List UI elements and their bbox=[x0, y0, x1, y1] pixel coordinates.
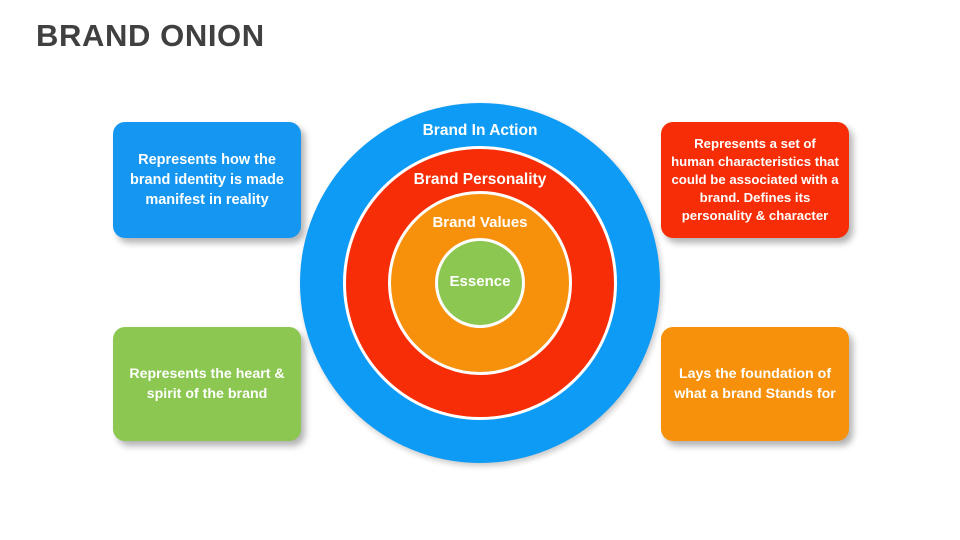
callout-brand-in-action[interactable]: Represents how the brand identity is mad… bbox=[113, 122, 301, 238]
page-title: BRAND ONION bbox=[36, 18, 265, 53]
callout-brand-in-action-text: Represents how the brand identity is mad… bbox=[130, 152, 284, 208]
callout-essence[interactable]: Represents the heart & spirit of the bra… bbox=[113, 327, 301, 441]
onion-ring-essence[interactable] bbox=[435, 238, 525, 328]
callout-essence-text: Represents the heart & spirit of the bra… bbox=[129, 366, 285, 402]
brand-onion-diagram: Brand In Action Brand Personality Brand … bbox=[300, 103, 660, 463]
callout-brand-values[interactable]: Lays the foundation of what a brand Stan… bbox=[661, 327, 849, 441]
callout-brand-values-text: Lays the foundation of what a brand Stan… bbox=[674, 366, 836, 402]
callout-brand-personality[interactable]: Represents a set of human characteristic… bbox=[661, 122, 849, 238]
callout-brand-personality-text: Represents a set of human characteristic… bbox=[671, 136, 839, 223]
